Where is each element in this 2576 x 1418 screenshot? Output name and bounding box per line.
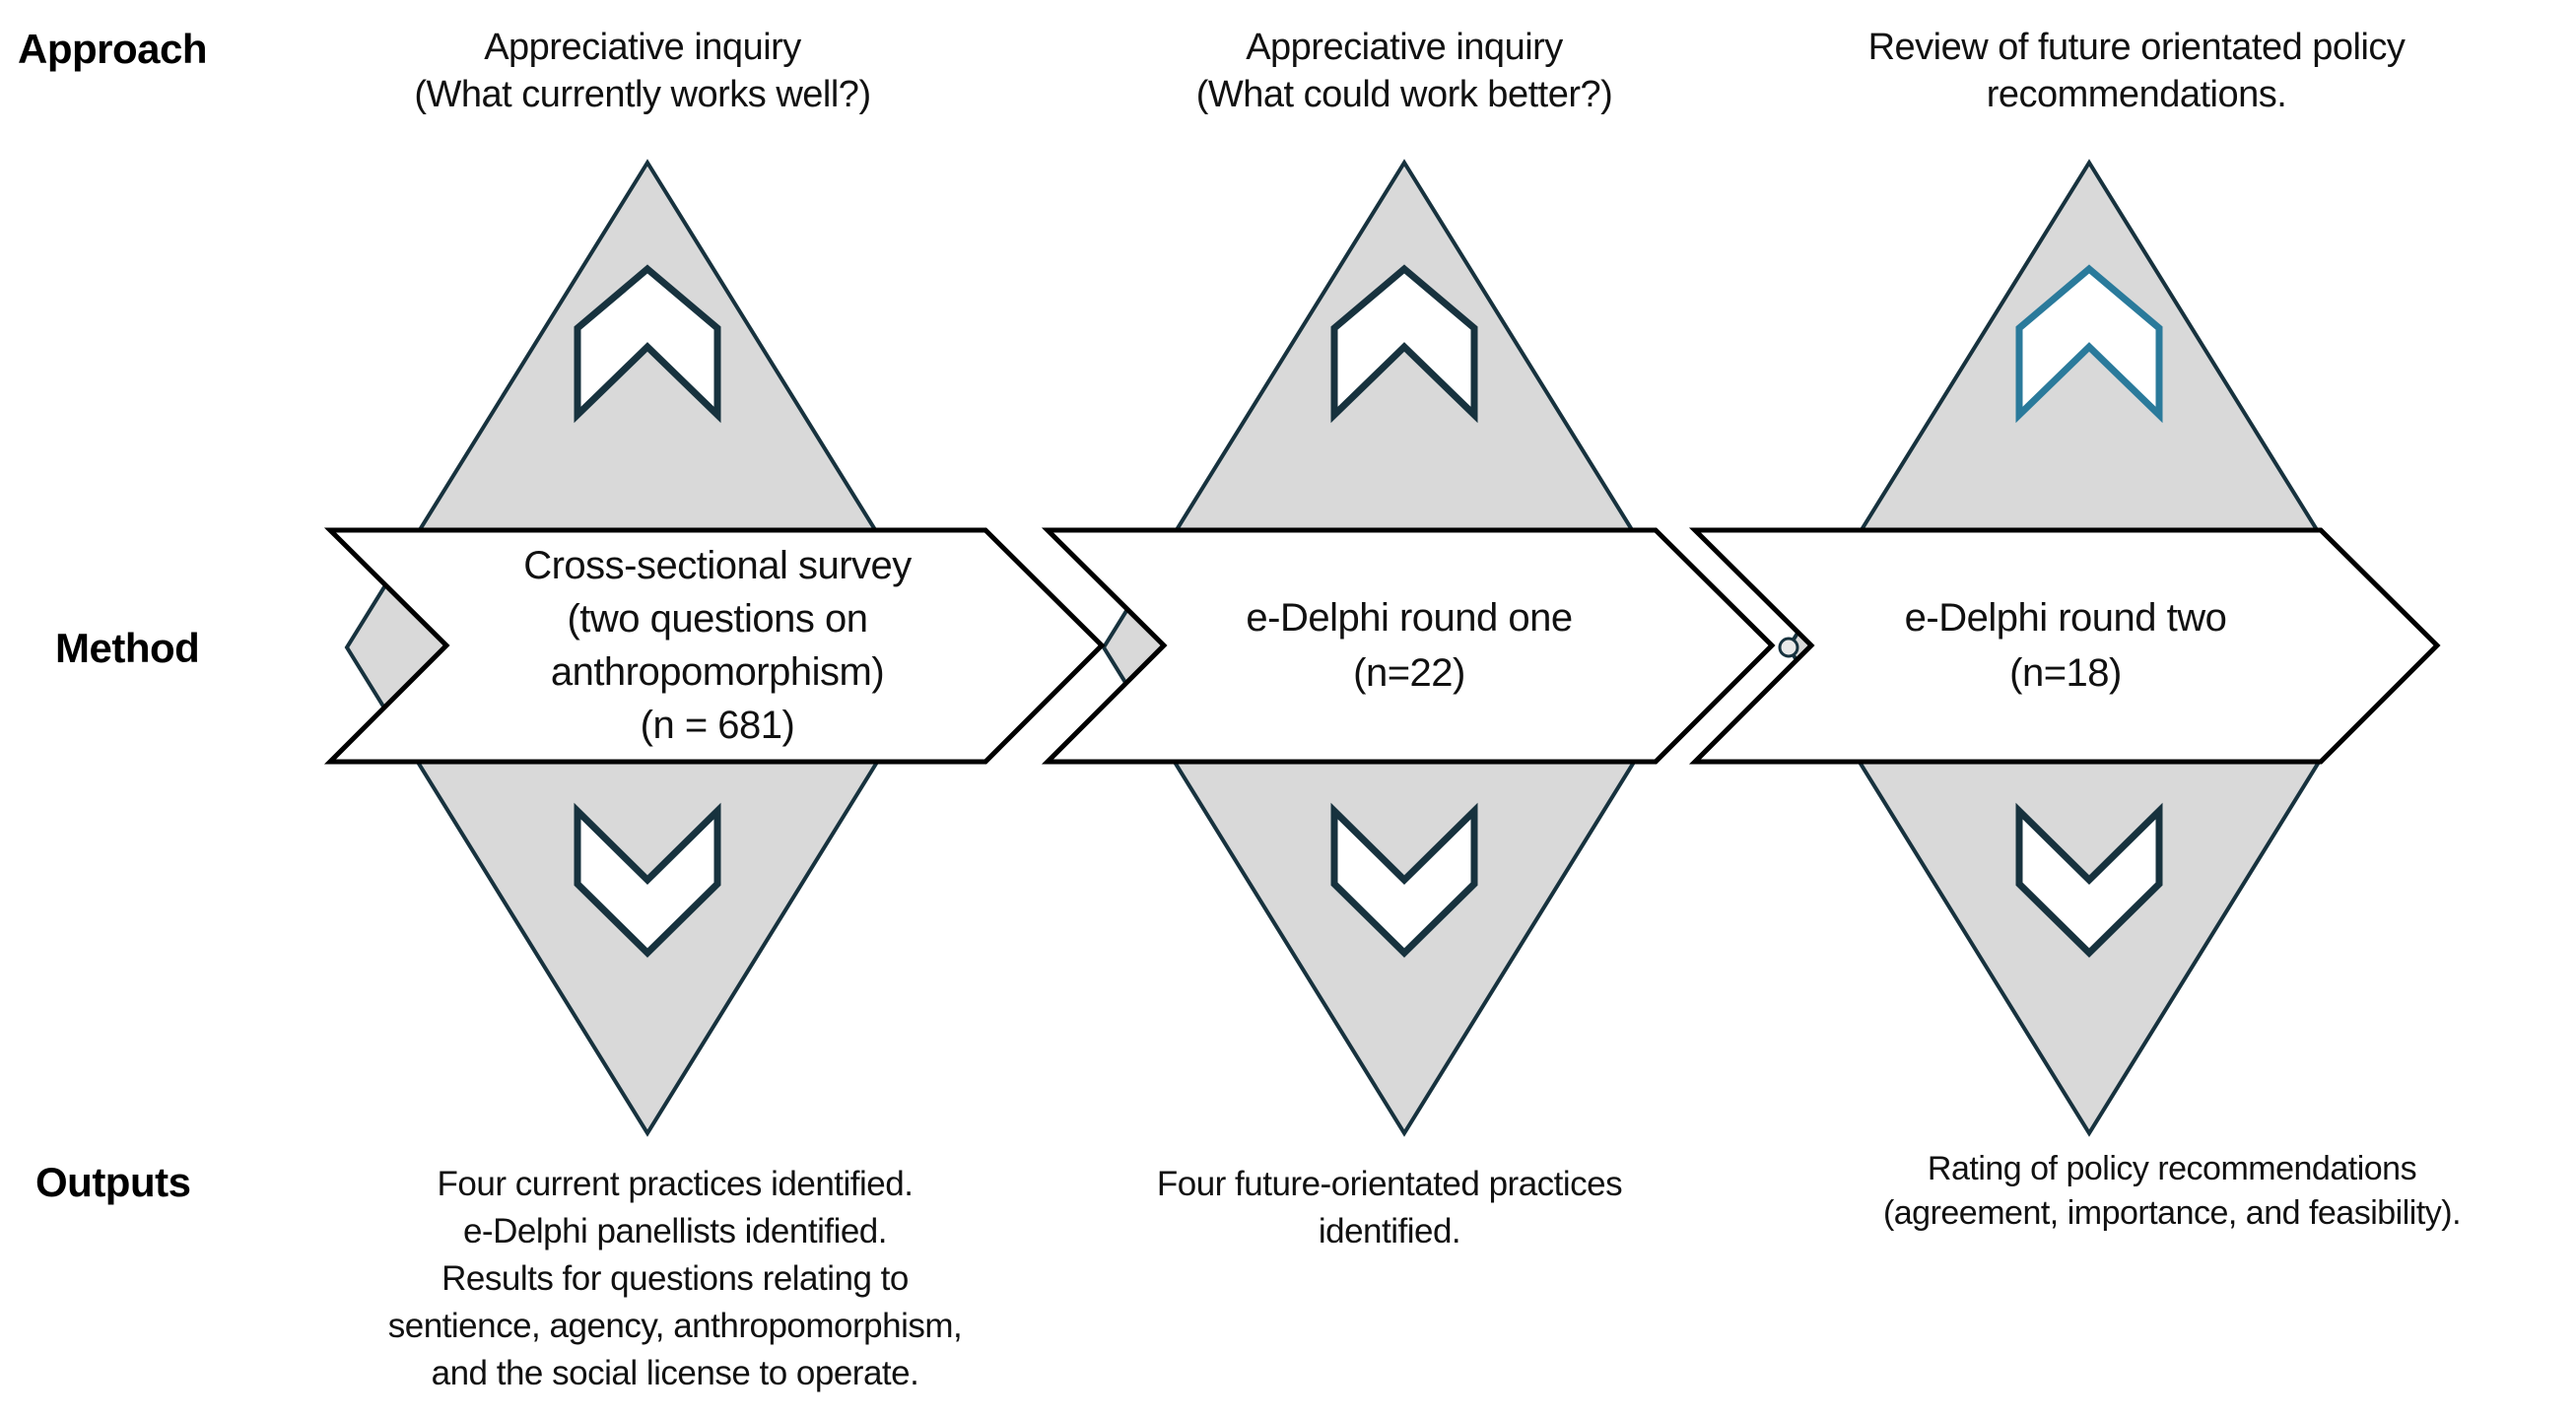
approach-text-phase-1: Appreciative inquiry (What currently wor… <box>414 27 871 115</box>
chevron-up-icon <box>574 264 721 424</box>
chevron-down-icon <box>574 802 721 958</box>
method-banner-2 <box>1041 527 1776 765</box>
chevron-down-icon <box>2015 802 2163 958</box>
outputs-text-phase-1: Four current practices identified. e-Del… <box>387 1165 963 1392</box>
chevron-up-icon <box>2015 264 2163 424</box>
chevron-up-icon <box>1330 264 1478 424</box>
method-text-phase-2: e-Delphi round one (n=22) <box>1246 596 1573 695</box>
chevron-down-icon <box>1330 802 1478 958</box>
method-banner-3 <box>1688 527 2441 765</box>
method-banner-1 <box>323 527 1106 765</box>
outputs-text-phase-3: Rating of policy recommendations (agreem… <box>1882 1150 2462 1232</box>
row-label-method: Method <box>55 625 200 671</box>
row-label-outputs: Outputs <box>35 1159 191 1205</box>
method-text-phase-3: e-Delphi round two (n=18) <box>1904 596 2227 695</box>
approach-text-phase-3: Review of future orientated policy recom… <box>1867 27 2406 115</box>
row-label-approach: Approach <box>18 26 208 72</box>
approach-text-phase-2: Appreciative inquiry (What could work be… <box>1195 27 1613 115</box>
notch-dot-icon <box>1778 637 1799 658</box>
method-text-phase-1: Cross-sectional survey (two questions on… <box>523 544 912 747</box>
outputs-text-phase-2: Four future-orientated practices identif… <box>1156 1165 1623 1250</box>
